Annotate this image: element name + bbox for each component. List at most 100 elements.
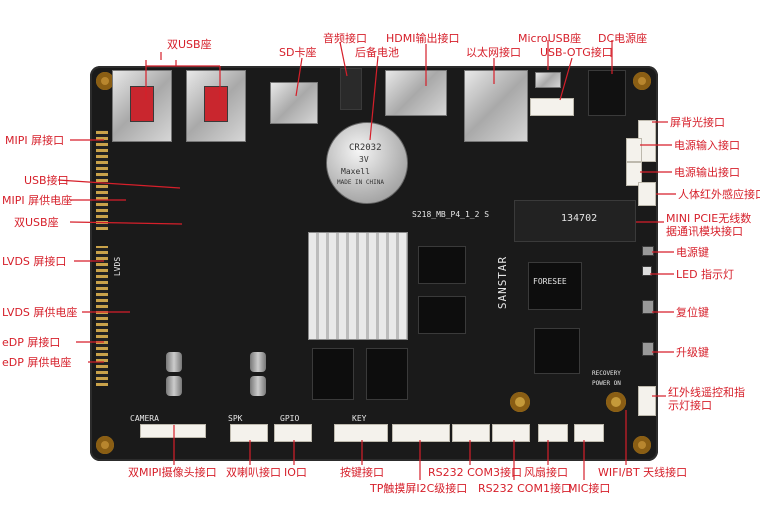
battery-origin: MADE IN CHINA	[337, 179, 384, 186]
label-dual-usb-left: 双USB座	[14, 216, 59, 229]
label-mic: MIC接口	[568, 482, 611, 495]
heatsink	[308, 232, 408, 340]
label-io: IO口	[284, 466, 307, 479]
label-reset-key: 复位键	[676, 306, 709, 319]
dc-jack	[588, 70, 626, 116]
hdmi-port	[385, 70, 447, 116]
label-power-out: 电源输出接口	[674, 166, 740, 179]
label-audio: 音频接口	[323, 32, 367, 45]
label-minipcie: MINI PCIE无线数据通讯模块接口	[666, 212, 752, 238]
label-mipi-power: MIPI 屏供电座	[2, 194, 73, 207]
label-edp-screen: eDP 屏接口	[2, 336, 61, 349]
ram-chip	[418, 246, 466, 284]
ir-connector	[638, 386, 656, 416]
foresee-silk: FORESEE	[533, 277, 567, 286]
minipcie-silk: 134702	[561, 213, 598, 224]
leader-line	[69, 221, 183, 225]
label-lvds-power: LVDS 屏供电座	[2, 306, 78, 319]
wifi-chip	[534, 328, 580, 374]
key-connector	[334, 424, 388, 442]
leader-line	[57, 179, 181, 189]
label-battery: 后备电池	[355, 46, 399, 59]
antenna-connector	[510, 392, 530, 412]
label-ir-remote: 红外线遥控和指示灯接口	[668, 386, 745, 412]
camera-connector	[140, 424, 206, 438]
minipcie-slot: 134702	[514, 200, 636, 242]
label-rs232-com3: RS232 COM3接口	[428, 466, 522, 479]
power-out-connector	[626, 162, 642, 186]
label-wifi-bt: WIFI/BT 天线接口	[598, 466, 688, 479]
capacitor	[166, 376, 182, 396]
label-pir: 人体红外感应接口	[678, 188, 760, 201]
gpio-silk: GPIO	[280, 414, 300, 423]
label-lvds-screen: LVDS 屏接口	[2, 255, 67, 268]
label-rs232-com1: RS232 COM1接口	[478, 482, 572, 495]
label-upgrade-key: 升级键	[676, 346, 709, 359]
label-dual-usb-top: 双USB座	[167, 38, 212, 51]
fan-connector	[538, 424, 568, 442]
label-usb-port: USB接口	[24, 174, 69, 187]
leader-line	[295, 57, 303, 97]
label-power-in: 电源输入接口	[674, 139, 740, 152]
com1-connector	[492, 424, 530, 442]
mount-hole	[633, 72, 651, 90]
antenna-connector	[606, 392, 626, 412]
pcb-board: CR2032 3V Maxell MADE IN CHINA SANSTAR S…	[90, 66, 658, 461]
mipi-header	[96, 130, 108, 230]
leader-line	[145, 60, 177, 67]
ethernet-port	[464, 70, 528, 142]
mount-hole	[96, 72, 114, 90]
lvds-header	[96, 246, 108, 386]
label-edp-power: eDP 屏供电座	[2, 356, 72, 369]
label-tp-i2c: TP触摸屏I2C级接口	[370, 482, 468, 495]
pir-connector	[638, 182, 656, 206]
spk-silk: SPK	[228, 414, 243, 423]
tp-i2c-connector	[392, 424, 450, 442]
recovery-silk: RECOVERY	[592, 370, 621, 377]
mount-hole	[96, 436, 114, 454]
reset-button	[642, 300, 654, 314]
capacitor	[166, 352, 182, 372]
camera-silk: CAMERA	[130, 414, 159, 423]
key-silk: KEY	[352, 414, 367, 423]
ram-chip	[418, 296, 466, 334]
label-key-port: 按键接口	[340, 466, 384, 479]
battery-maker: Maxell	[341, 167, 370, 176]
mount-hole	[633, 436, 651, 454]
label-dual-camera: 双MIPI摄像头接口	[128, 466, 217, 479]
battery-volt: 3V	[359, 155, 369, 164]
label-microusb: MicroUSB座	[518, 32, 582, 45]
leader-line	[559, 57, 573, 101]
usb-otg-connector	[530, 98, 574, 116]
label-backlight: 屏背光接口	[670, 116, 725, 129]
battery-model: CR2032	[349, 143, 382, 153]
com3-connector	[452, 424, 490, 442]
ram-chip	[312, 348, 354, 400]
io-connector	[274, 424, 312, 442]
audio-jack	[340, 68, 362, 110]
label-usb-otg: USB-OTG接口	[540, 46, 613, 59]
backup-battery: CR2032 3V Maxell MADE IN CHINA	[326, 122, 408, 204]
power-button	[642, 246, 654, 256]
label-mipi-screen: MIPI 屏接口	[5, 134, 65, 147]
sd-card-slot	[270, 82, 318, 124]
upgrade-button	[642, 342, 654, 356]
leader-line	[369, 55, 379, 141]
label-dc-power: DC电源座	[598, 32, 648, 45]
label-hdmi: HDMI输出接口	[386, 32, 460, 45]
label-sd-card: SD卡座	[279, 46, 317, 59]
board-id-silk: S218_MB_P4_1_2 S	[412, 210, 490, 219]
label-fan: 风扇接口	[524, 466, 568, 479]
label-power-key: 电源键	[676, 246, 709, 259]
capacitor	[250, 376, 266, 396]
leader-line	[339, 41, 348, 77]
label-ethernet: 以太网接口	[466, 46, 521, 59]
label-led: LED 指示灯	[676, 268, 735, 281]
usb-tongue	[130, 86, 154, 122]
led-indicator	[642, 266, 652, 276]
mic-connector	[574, 424, 604, 442]
power-in-connector	[626, 138, 642, 162]
ram-chip	[366, 348, 408, 400]
